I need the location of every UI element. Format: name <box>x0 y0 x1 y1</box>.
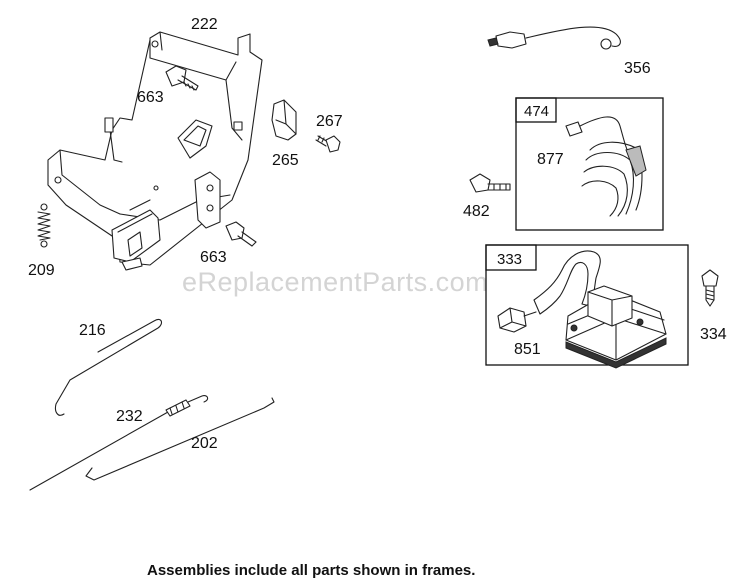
callout-356: 356 <box>624 60 651 77</box>
callout-663-lower: 663 <box>200 249 227 266</box>
screw-663-lower <box>225 221 257 247</box>
frame-474 <box>515 97 664 231</box>
callout-851: 851 <box>514 341 541 358</box>
clip-265 <box>271 99 297 141</box>
caption: Assemblies include all parts shown in fr… <box>147 562 475 579</box>
ground-wire-356 <box>487 26 621 50</box>
callout-209: 209 <box>28 262 55 279</box>
frame-333 <box>485 244 689 366</box>
callout-232: 232 <box>116 408 143 425</box>
callout-663-upper: 663 <box>137 89 164 106</box>
rod-216 <box>54 318 163 416</box>
callout-216: 216 <box>79 322 106 339</box>
callout-877: 877 <box>537 151 564 168</box>
callout-482: 482 <box>463 203 490 220</box>
cable-232 <box>29 395 209 491</box>
ignition-coil-333 <box>533 250 667 369</box>
plug-851 <box>497 307 537 333</box>
callout-334: 334 <box>700 326 727 343</box>
callout-222: 222 <box>191 16 218 33</box>
rod-202 <box>85 397 275 481</box>
callout-202: 202 <box>191 435 218 452</box>
frame-label-333: 333 <box>497 251 522 268</box>
screw-482 <box>469 173 511 193</box>
screw-334 <box>701 269 719 307</box>
screw-663-upper <box>165 65 199 91</box>
spring-209 <box>37 203 51 248</box>
callout-267: 267 <box>316 113 343 130</box>
screw-267 <box>315 135 341 153</box>
callout-265: 265 <box>272 152 299 169</box>
frame-label-474: 474 <box>524 103 549 120</box>
wire-harness-877 <box>565 116 647 217</box>
control-bracket-222 <box>47 31 263 271</box>
watermark: eReplacementParts.com <box>182 267 488 297</box>
